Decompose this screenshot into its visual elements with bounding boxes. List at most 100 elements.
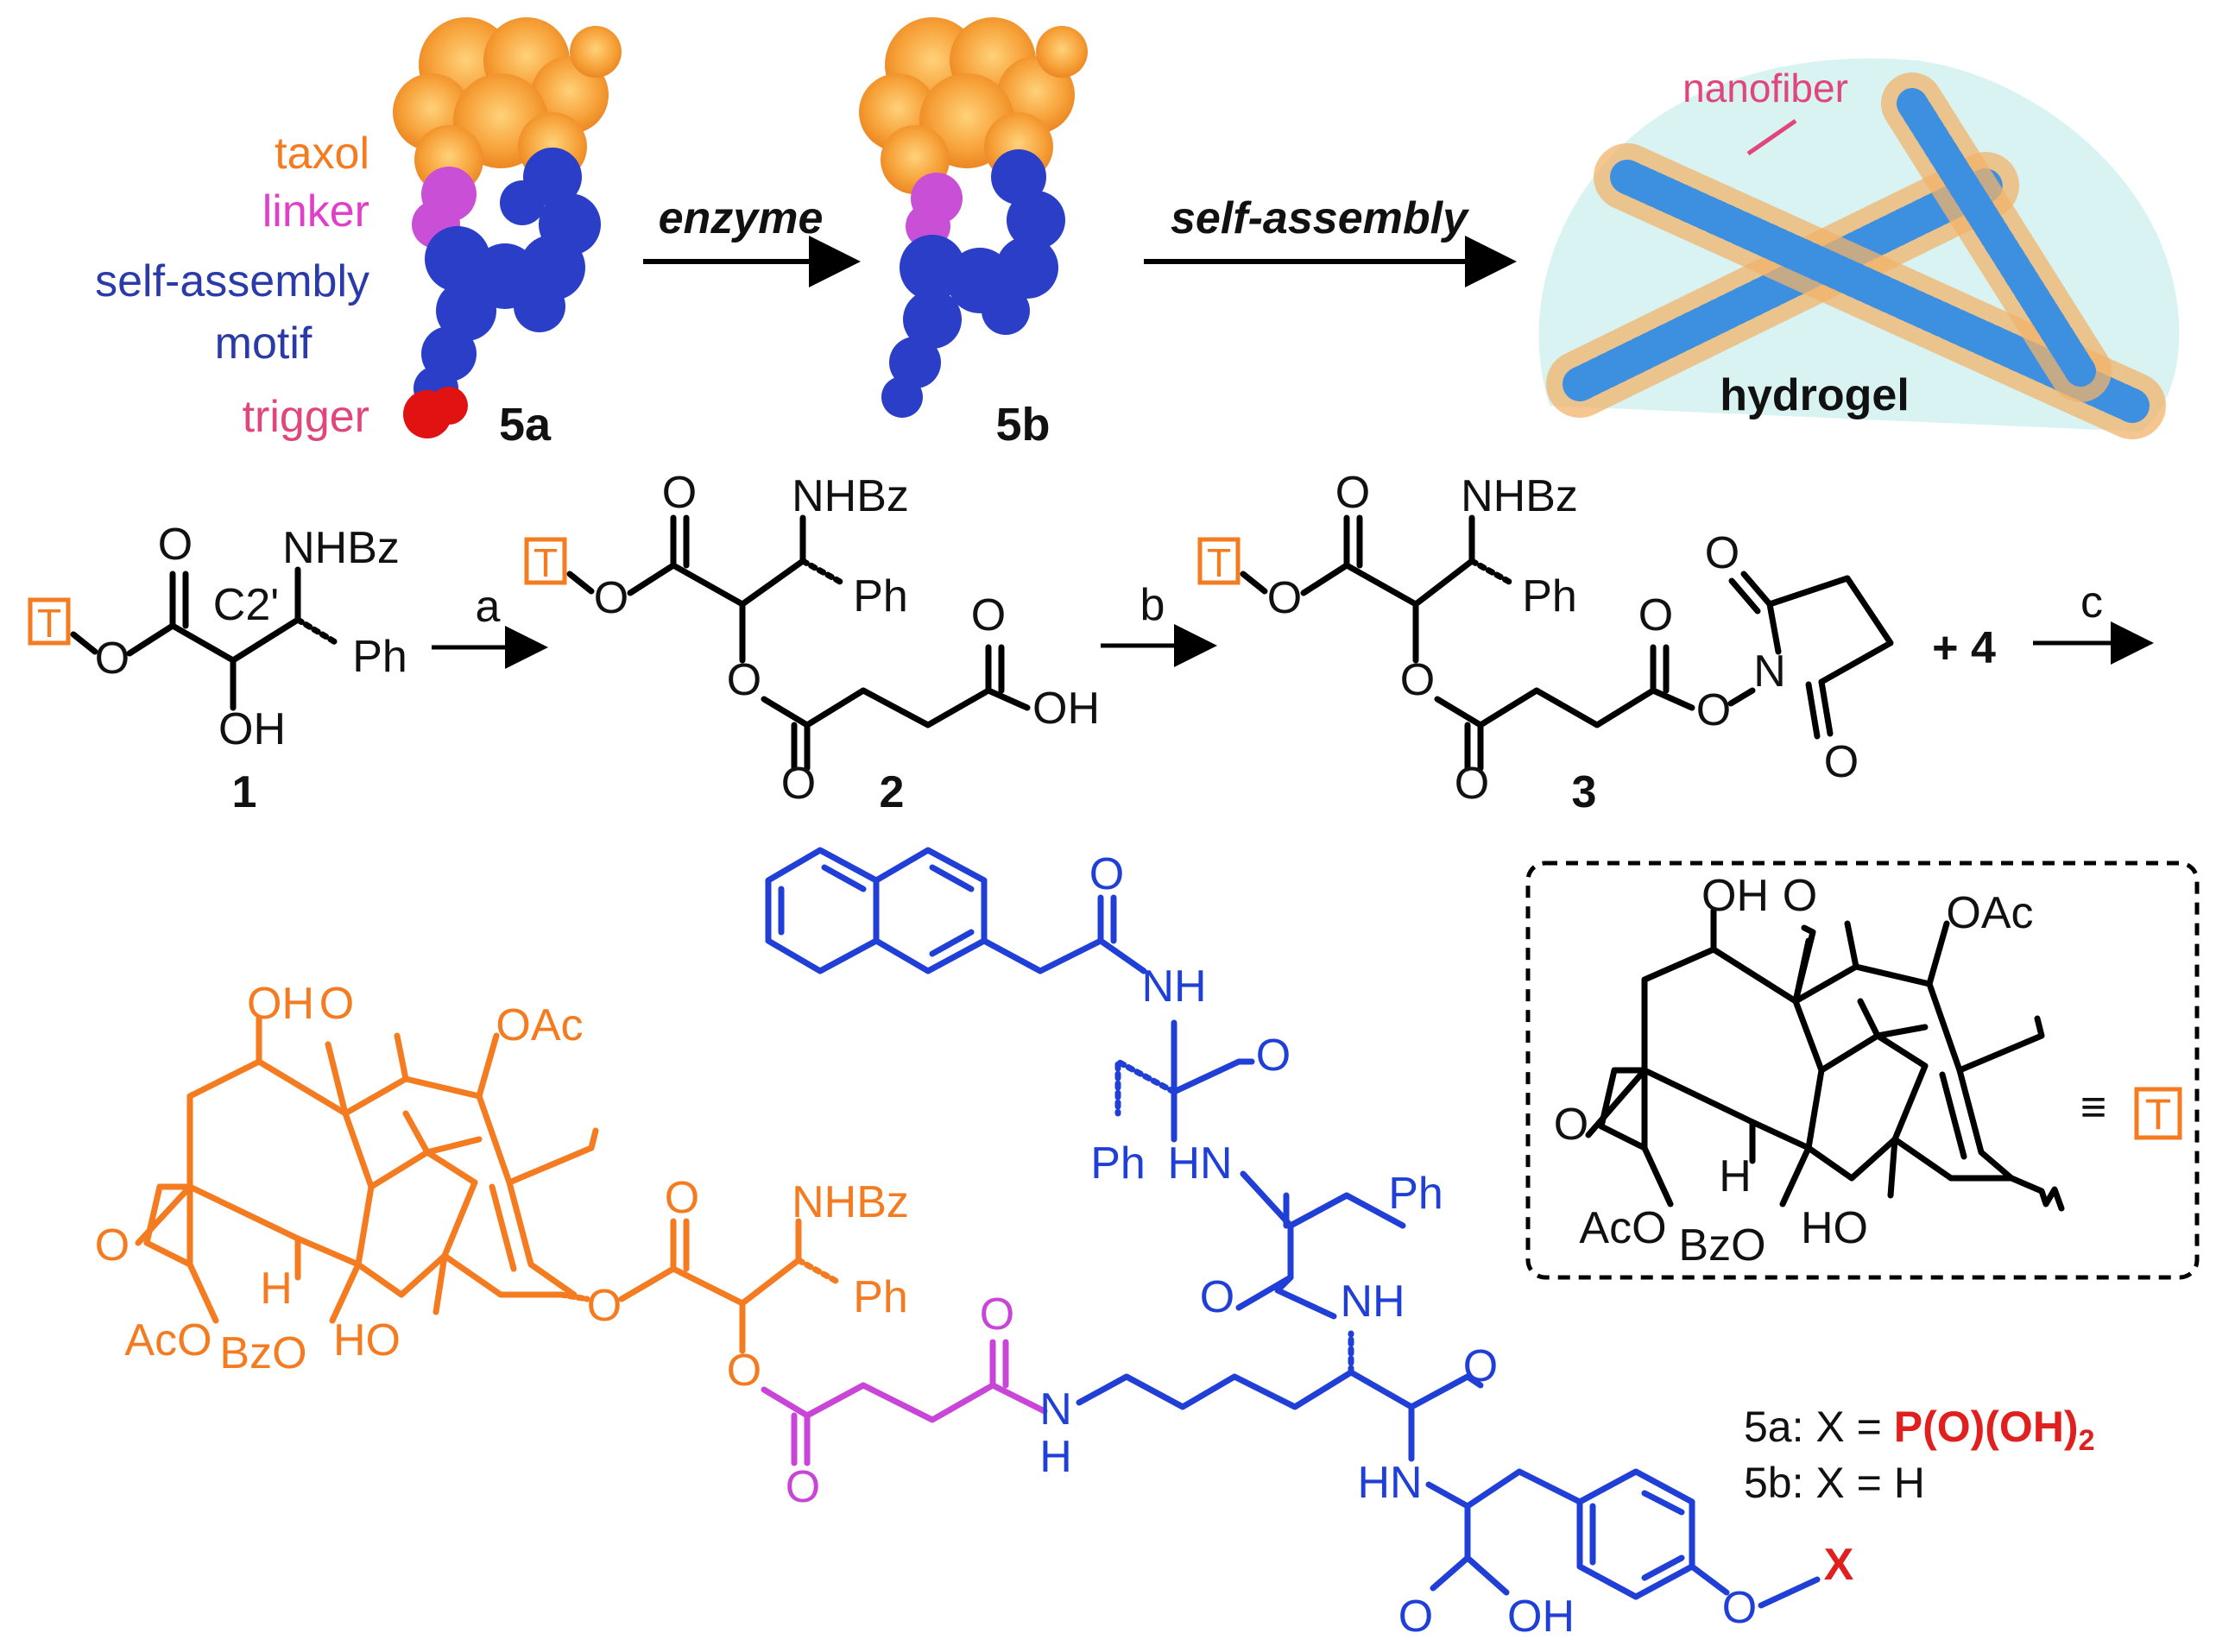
nanofiber-label: nanofiber: [1683, 66, 1848, 110]
def-5a: 5a: X = P(O)(OH)2: [1744, 1403, 2095, 1457]
compound-2-number: 2: [880, 767, 905, 817]
f-tyr-oh: OH: [1507, 1592, 1575, 1642]
taxol-blob-5a: [393, 17, 622, 194]
t-box-def: [2134, 1087, 2182, 1140]
box-bzo: BzO: [1678, 1220, 1765, 1271]
box-h: H: [1719, 1151, 1752, 1201]
plus-4: + 4: [1932, 623, 1996, 673]
self-assembly-arrow: self-assembly: [1144, 193, 1517, 287]
legend-taxol: taxol: [275, 129, 369, 179]
f-ester2-o: O: [727, 1346, 761, 1396]
f-ester-o: O: [587, 1281, 622, 1331]
legend-linker: linker: [262, 186, 369, 236]
c3-ester2-o: O: [1400, 655, 1435, 705]
c3-succ-o2: O: [1638, 590, 1673, 640]
box-aco: AcO: [1579, 1203, 1666, 1253]
step-b-arrow: b: [1101, 580, 1217, 667]
nanofiber-pointer: [1746, 118, 1797, 156]
f-nhbz: NHBz: [792, 1177, 909, 1227]
f-ho: HO: [333, 1315, 401, 1365]
f-o-nap: O: [1089, 849, 1124, 899]
box-oh: OH: [1701, 871, 1769, 921]
f-ph-blue-1: Ph: [1090, 1138, 1146, 1189]
c1-carbonyl-o: O: [158, 520, 193, 570]
compound-2: T O O NHBz Ph O O O OH 2: [524, 468, 1100, 817]
t-symbol-2: T: [533, 540, 558, 585]
taxol-blob-5b: [859, 17, 1088, 194]
taxol-core-black: OH O OAc O H AcO BzO HO: [1554, 871, 2065, 1271]
c2-label: C2': [213, 580, 279, 630]
taxol-definition-box: OH O OAc O H AcO BzO HO: [1525, 861, 2200, 1280]
dashed-box: [1525, 861, 2200, 1280]
motif-blob-5a: [414, 148, 601, 411]
step-a-arrow: a: [432, 582, 548, 669]
legend-motif-line2: motif: [215, 318, 313, 369]
def-5a-prefix: 5a: X =: [1744, 1403, 1894, 1451]
t-box-1: [28, 597, 71, 646]
c2-succ-o1: O: [781, 759, 816, 809]
f-o-phe1: O: [1256, 1031, 1291, 1081]
self-assembly-label: self-assembly: [1171, 193, 1470, 243]
c3-nhbz: NHBz: [1461, 471, 1578, 521]
f-hn-tyr: HN: [1357, 1458, 1422, 1508]
f-aco: AcO: [124, 1315, 211, 1365]
step-a-label: a: [476, 582, 501, 632]
f-hn-phe2: HN: [1167, 1138, 1232, 1189]
definitions: 5a: X = P(O)(OH)2 5b: X = H: [1744, 1403, 2095, 1507]
f-lys-h: H: [1039, 1432, 1072, 1482]
c3-nhs-o2: O: [1824, 737, 1859, 787]
def-5a-sub: 2: [2079, 1424, 2095, 1457]
f-h: H: [260, 1264, 293, 1314]
f-o-oxetane: O: [95, 1220, 129, 1271]
final-peptide-blue: N H NH O HN O OH O X O NH Ph HN O Ph: [765, 847, 1854, 1642]
step-c-arrow: c: [2033, 577, 2154, 665]
final-linker-magenta: O O: [761, 1289, 1048, 1512]
box-o-ketone: O: [1783, 871, 1817, 921]
t-box-2: [524, 537, 567, 585]
c3-nhs-o: O: [1696, 685, 1731, 735]
f-linker-o1: O: [786, 1462, 820, 1512]
def-5a-value: P(O)(OH): [1894, 1403, 2079, 1451]
enzyme-arrow: enzyme: [643, 193, 861, 287]
molecule-5b-model: 5b: [859, 17, 1088, 451]
c1-nhbz: NHBz: [282, 523, 400, 573]
t-symbol-3: T: [1207, 540, 1231, 585]
def-5b: 5b: X = H: [1744, 1459, 1925, 1507]
nanofiber-bundles: [1546, 73, 2166, 439]
legend-motif-line1: self-assembly: [95, 256, 369, 306]
c2-ester-o: O: [594, 573, 628, 623]
f-oh: OH: [247, 979, 314, 1029]
equiv-sign: ≡: [2080, 1082, 2106, 1132]
f-x: X: [1824, 1540, 1854, 1590]
f-ester-carbonyl-o: O: [665, 1173, 699, 1223]
box-ho: HO: [1801, 1203, 1868, 1253]
f-nh-3: NH: [1340, 1277, 1405, 1327]
t-box-3: [1197, 537, 1241, 585]
box-oac: OAc: [1946, 888, 2033, 938]
c2-acid-oh: OH: [1032, 684, 1100, 734]
f-oac: OAc: [496, 1000, 583, 1050]
f-tyr-o: O: [1398, 1592, 1433, 1642]
c1-ph: Ph: [352, 632, 407, 682]
hydrogel-panel: nanofiber hydrogel: [1538, 58, 2180, 439]
f-ph-orange: Ph: [853, 1272, 908, 1322]
c2-succ-o2: O: [971, 590, 1006, 640]
t-symbol-def: T: [2145, 1090, 2172, 1138]
legend-trigger: trigger: [243, 392, 369, 442]
c2-carbonyl-o: O: [662, 468, 697, 518]
motif-blob-5b: [881, 149, 1065, 418]
c3-nhs-o1: O: [1705, 528, 1739, 578]
c2-nhbz: NHBz: [792, 471, 909, 521]
f-o-phe2: O: [1200, 1272, 1234, 1322]
compound-3: T O O NHBz Ph O O O O N O O 3: [1197, 468, 1894, 817]
compound-1-number: 1: [232, 767, 257, 817]
label-5b: 5b: [995, 399, 1050, 451]
schematic-legend: taxol linker self-assembly motif trigger: [95, 129, 369, 442]
c3-carbonyl-o: O: [1335, 468, 1370, 518]
f-o-lys: O: [1463, 1341, 1498, 1391]
c2-ester2-o: O: [727, 655, 761, 705]
step-b-label: b: [1140, 580, 1165, 630]
c1-oh: OH: [218, 704, 286, 754]
enzyme-label: enzyme: [659, 193, 824, 243]
compound-1: T O O OH C2' NHBz Ph 1: [28, 520, 407, 817]
